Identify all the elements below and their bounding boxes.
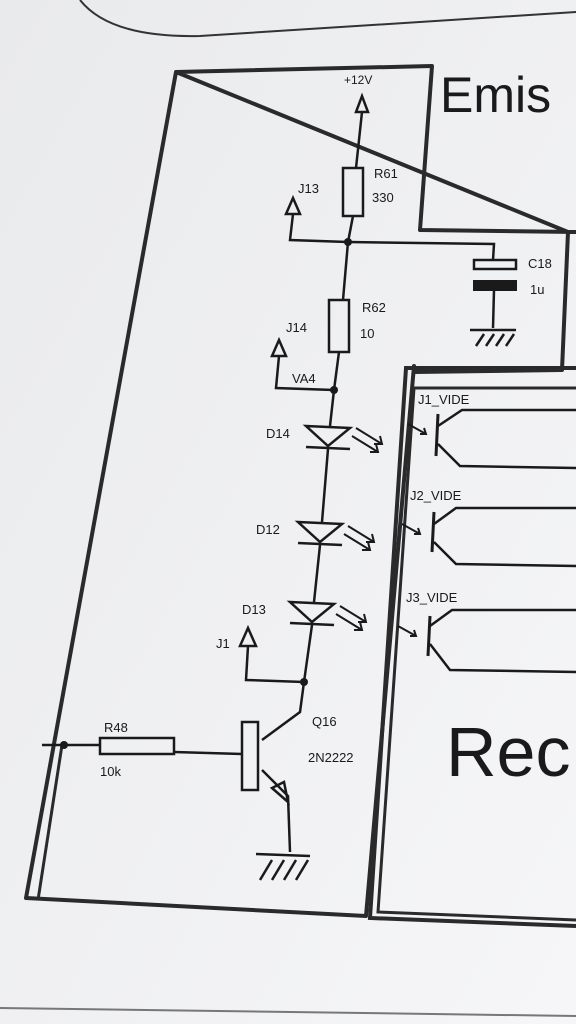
phototransistor-collector: [437, 408, 576, 428]
r48-value: 10k: [100, 764, 121, 779]
wire-c18-ground: [491, 289, 496, 329]
wire-c18: [347, 240, 496, 261]
va4-net-label: VA4: [292, 371, 316, 386]
wire-j14: [274, 355, 335, 392]
light-receive-icon: [397, 625, 418, 637]
bottom-page-edge: [0, 1007, 576, 1017]
phototransistor-emitter: [433, 541, 576, 568]
light-emission-icon: [351, 427, 384, 453]
receiver-label: J1_VIDE: [418, 392, 470, 407]
wire-r62-va4: [332, 351, 341, 391]
led-d12: [294, 520, 346, 544]
c18-ref: C18: [528, 256, 552, 271]
r62-value: 10: [360, 326, 374, 341]
junction-dot: [60, 741, 68, 749]
j13-label: J13: [298, 181, 319, 196]
led-d13-bar: [289, 621, 335, 627]
wire-node-r62: [341, 241, 350, 301]
wire-d13-collector: [302, 624, 314, 683]
phototransistor-bar: [434, 413, 440, 457]
d14-label: D14: [266, 426, 290, 441]
light-emission-icon: [343, 525, 376, 551]
r61-value: 330: [372, 190, 394, 205]
receiver-j2-vide: J2_VIDE: [401, 488, 576, 568]
wire-j1: [244, 645, 305, 684]
reception-title: Rec: [446, 713, 570, 791]
ground-symbol-icon: [470, 328, 516, 347]
receiver-label: J3_VIDE: [406, 590, 458, 605]
phototransistor-emitter: [429, 643, 576, 674]
capacitor-c18-plate-bottom: [473, 280, 517, 291]
emission-title: Emis: [440, 67, 551, 123]
reception-block-inner: [376, 386, 576, 922]
wire-va4-d14: [328, 389, 336, 427]
wire-supply: [354, 111, 364, 169]
receiver-label: J2_VIDE: [410, 488, 462, 503]
receiver-j1-vide: J1_VIDE: [407, 392, 576, 470]
phototransistor-collector: [429, 608, 576, 628]
transistor-q16-base-bar: [240, 720, 260, 792]
phototransistor-bar: [430, 511, 436, 553]
wire-d12-d13: [312, 544, 322, 603]
d12-label: D12: [256, 522, 280, 537]
wire-r61-node: [346, 215, 355, 243]
receiver-j3-vide: J3_VIDE: [397, 590, 576, 674]
phototransistor-bar: [426, 615, 432, 657]
d13-label: D13: [242, 602, 266, 617]
wire-j13: [288, 213, 349, 244]
wire-r48-base: [173, 750, 243, 756]
r62-ref: R62: [362, 300, 386, 315]
r48-ref: R48: [104, 720, 128, 735]
c18-value: 1u: [530, 282, 544, 297]
left-inner-wire: [36, 744, 64, 901]
led-d14: [302, 424, 354, 448]
r61-ref: R61: [374, 166, 398, 181]
top-border-curve: [79, 0, 576, 38]
phototransistor-emitter: [437, 443, 576, 470]
led-d13: [286, 600, 338, 624]
led-d14-bar: [305, 445, 351, 451]
emitter-arrow-icon: [269, 780, 290, 806]
transistor-q16-collector: [261, 681, 306, 742]
power-label: +12V: [344, 73, 372, 87]
q16-part: 2N2222: [308, 750, 354, 765]
reception-block-outer: [367, 366, 576, 928]
j1-label: J1: [216, 636, 230, 651]
light-receive-icon: [407, 423, 428, 435]
j14-label: J14: [286, 320, 307, 335]
phototransistor-collector: [433, 506, 576, 526]
resistor-r48: [98, 736, 176, 756]
led-d12-bar: [297, 541, 343, 547]
light-receive-icon: [401, 523, 422, 535]
capacitor-c18-plate-top: [472, 258, 518, 271]
light-emission-icon: [335, 605, 368, 631]
wire-d14-d12: [320, 448, 330, 523]
ground-symbol-icon: [255, 852, 311, 881]
q16-ref: Q16: [312, 714, 337, 729]
